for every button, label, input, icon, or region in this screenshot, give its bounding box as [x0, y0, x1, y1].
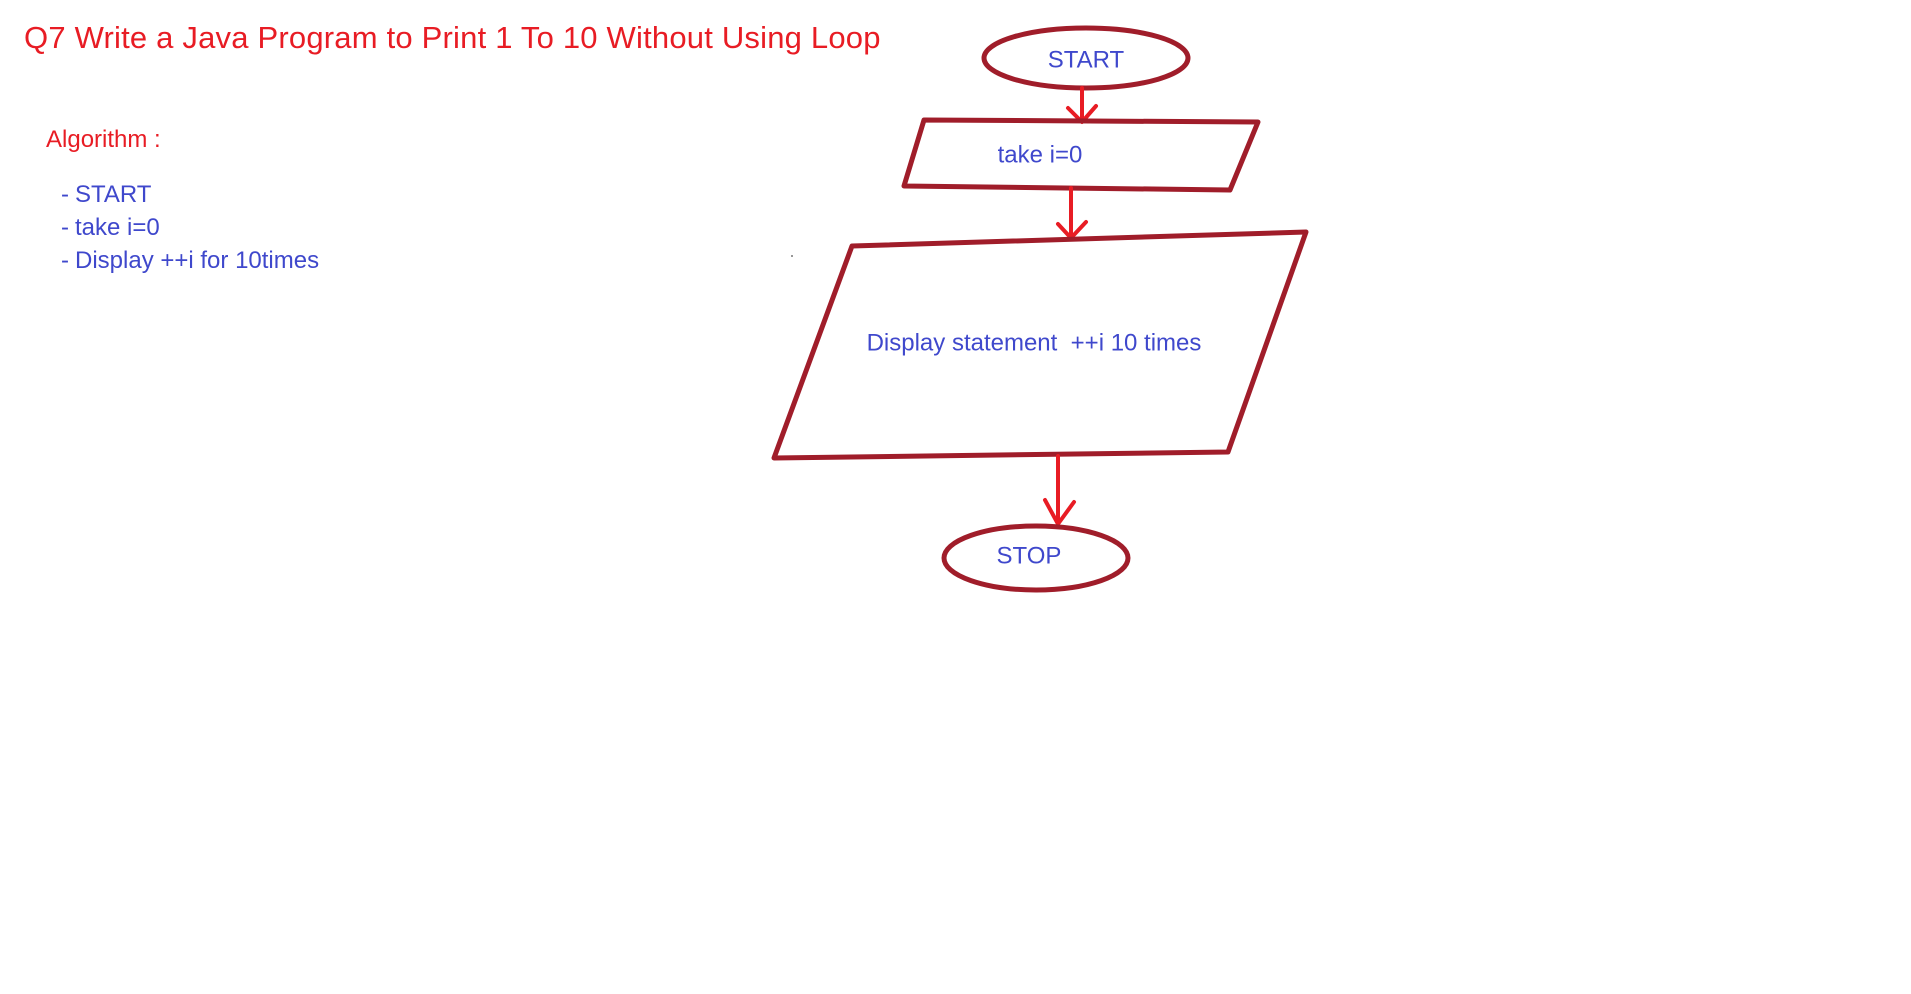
init-label: take i=0 — [998, 141, 1083, 168]
algorithm-heading: Algorithm : — [46, 126, 161, 153]
step-dash: - — [61, 214, 69, 241]
stop-node: STOP — [941, 523, 1131, 593]
display-node: Display statement ++i 10 times — [771, 229, 1309, 461]
algorithm-step: -Display ++i for 10times — [61, 244, 319, 277]
start-node: START — [981, 25, 1191, 91]
stray-dot — [791, 255, 793, 257]
display-parallelogram — [771, 229, 1309, 461]
step-dash: - — [61, 247, 69, 274]
init-parallelogram — [901, 117, 1261, 193]
page-title: Q7 Write a Java Program to Print 1 To 10… — [24, 20, 881, 55]
display-label: Display statement ++i 10 times — [867, 329, 1202, 356]
stop-ellipse — [941, 523, 1131, 593]
init-node: take i=0 — [901, 117, 1261, 193]
arrow-head — [1043, 498, 1076, 526]
start-ellipse — [981, 25, 1191, 91]
algorithm-step: -START — [61, 178, 319, 211]
start-label: START — [1048, 46, 1125, 73]
algorithm-steps: -START -take i=0 -Display ++i for 10time… — [61, 178, 319, 277]
algorithm-step: -take i=0 — [61, 211, 319, 244]
stop-label: STOP — [997, 542, 1062, 569]
arrow-init-to-display — [1056, 186, 1088, 240]
arrow-display-to-stop — [1043, 454, 1076, 526]
algorithm-step-label: take i=0 — [75, 214, 160, 241]
step-dash: - — [61, 181, 69, 208]
algorithm-step-label: Display ++i for 10times — [75, 247, 320, 274]
arrow-start-to-init — [1066, 86, 1098, 124]
algorithm-step-label: START — [75, 181, 152, 208]
